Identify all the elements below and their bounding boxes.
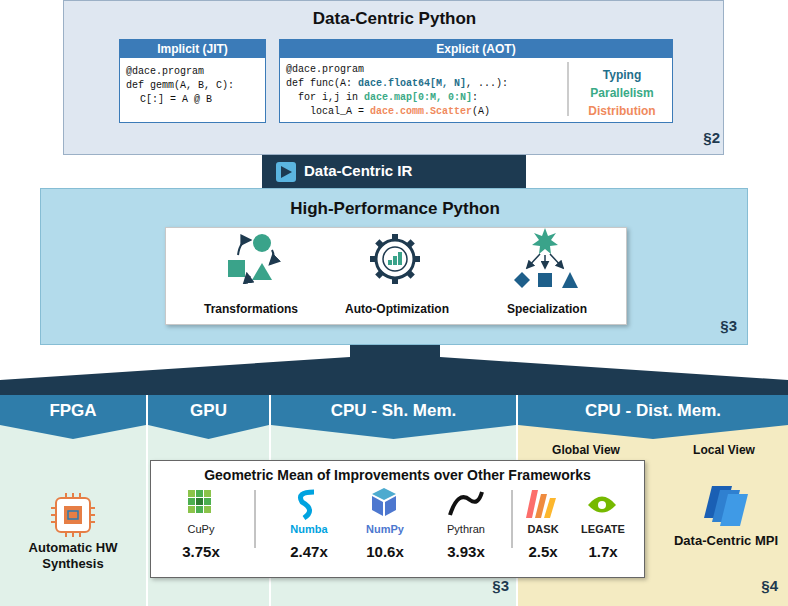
label-text: Auto-Optimization <box>332 302 462 316</box>
label-text: Automatic HW Synthesis <box>10 540 136 571</box>
code-highlight: dace.comm.Scatter <box>370 106 472 117</box>
label-text: DASK <box>514 523 572 536</box>
section-panel: High-Performance Python §3 Transformations… <box>40 188 748 345</box>
cupy-logo <box>188 490 211 513</box>
gear-tooth <box>406 270 415 279</box>
code-highlight: dace.float64[M, N] <box>358 78 466 89</box>
feature-box: Transformations Auto-Optimization Speciali… <box>165 227 627 325</box>
gear-tooth <box>413 256 420 262</box>
code-part: , ...): <box>466 78 508 89</box>
gear-tooth <box>392 234 398 241</box>
chevron-header <box>0 395 146 439</box>
label-text: Pythran <box>428 523 504 536</box>
label-text: Numba <box>271 523 347 536</box>
code-line: local_A = dace.comm.Scatter(A) <box>310 106 570 118</box>
label-text: Explicit (AOT) <box>280 40 672 58</box>
code-box: Implicit (JIT) @dace.program def gemm(A, B… <box>119 39 266 123</box>
label-text: GPU <box>148 401 269 421</box>
code-part: for i,j in <box>298 92 364 103</box>
code-line: for i,j in dace.map[0:M, 0:N]: <box>298 92 568 104</box>
label-text: CPU - Sh. Mem. <box>271 401 516 421</box>
gear-tooth <box>375 239 384 248</box>
dask-logo <box>526 490 556 518</box>
transformations-icon <box>228 234 274 280</box>
ir-logo <box>276 162 296 182</box>
results-box: Geometric Mean of Improvements over Othe… <box>150 460 645 578</box>
code-line: @dace.program <box>286 64 566 76</box>
chevron-header <box>518 395 788 439</box>
label-text: 10.6x <box>347 543 423 561</box>
label-text: NumPy <box>347 523 423 536</box>
label-text: 3.93x <box>428 543 504 561</box>
specialization-icon <box>514 228 578 288</box>
label-text: 2.47x <box>271 543 347 561</box>
fpga-icon <box>51 493 95 537</box>
label-text: FPGA <box>0 401 146 421</box>
code-highlight: dace.map[0:M, 0:N] <box>364 92 472 103</box>
legate-logo <box>588 497 616 513</box>
code-part: : <box>472 92 478 103</box>
column-shape <box>0 395 146 606</box>
code-line: @dace.program <box>126 66 264 78</box>
label-text: 3.75x <box>156 543 246 561</box>
separator-line <box>568 62 569 116</box>
code-box: Explicit (AOT) @dace.program def func(A: d… <box>279 39 673 123</box>
gear-tooth <box>406 239 415 248</box>
code-line: def func(A: dace.float64[M, N], ...): <box>286 78 566 90</box>
label-text: Global View <box>522 443 650 457</box>
label-text: Implicit (JIT) <box>120 40 265 58</box>
label-text: §3 <box>701 317 737 335</box>
label-text: High-Performance Python <box>41 199 749 219</box>
auto-optimization-icon <box>370 234 420 284</box>
label-text: §3 <box>473 577 509 595</box>
label-text: 1.7x <box>574 543 632 561</box>
gear-tooth <box>392 277 398 284</box>
code-part: (A) <box>472 106 490 117</box>
column-ground <box>0 423 146 606</box>
gear-tooth <box>370 256 377 262</box>
label-text: 2.5x <box>514 543 572 561</box>
ir-band: Data-Centric IR <box>262 155 526 188</box>
label-text: LEGATE <box>574 523 632 536</box>
funnel-band <box>0 345 788 395</box>
label-text: CuPy <box>156 523 246 536</box>
label-text: Geometric Mean of Improvements over Othe… <box>151 467 644 484</box>
label-text: Data-Centric Python <box>64 9 725 29</box>
label-text: §2 <box>684 129 720 147</box>
section-panel: Data-Centric Python §2 Implicit (JIT) @dace… <box>63 0 724 155</box>
gear-tooth <box>375 270 384 279</box>
code-part: local_A = <box>310 106 370 117</box>
pythran-logo <box>450 492 482 515</box>
chevron-header <box>148 395 269 439</box>
label-text: CPU - Dist. Mem. <box>518 401 788 421</box>
target-column: FPGA Automatic HW Synthesis <box>0 395 146 606</box>
results-separators <box>255 490 512 548</box>
label-text: Local View <box>666 443 782 457</box>
numba-logo <box>301 492 315 518</box>
code-line: C[:] = A @ B <box>140 94 264 106</box>
label-text: Specialization <box>482 302 612 316</box>
label-text: Transformations <box>186 302 316 316</box>
label-text: Parallelism <box>576 86 668 100</box>
numpy-logo <box>372 488 396 516</box>
chevron-header <box>271 395 516 439</box>
mpi-icon <box>704 486 748 526</box>
label-text: §4 <box>742 577 778 595</box>
label-text: Data-Centric IR <box>304 162 519 180</box>
code-part: def func(A: <box>286 78 358 89</box>
label-text: Data-Centric MPI <box>668 533 784 549</box>
label-text: Distribution <box>576 104 668 118</box>
label-text: Typing <box>576 68 668 82</box>
code-line: def gemm(A, B, C): <box>126 80 264 92</box>
